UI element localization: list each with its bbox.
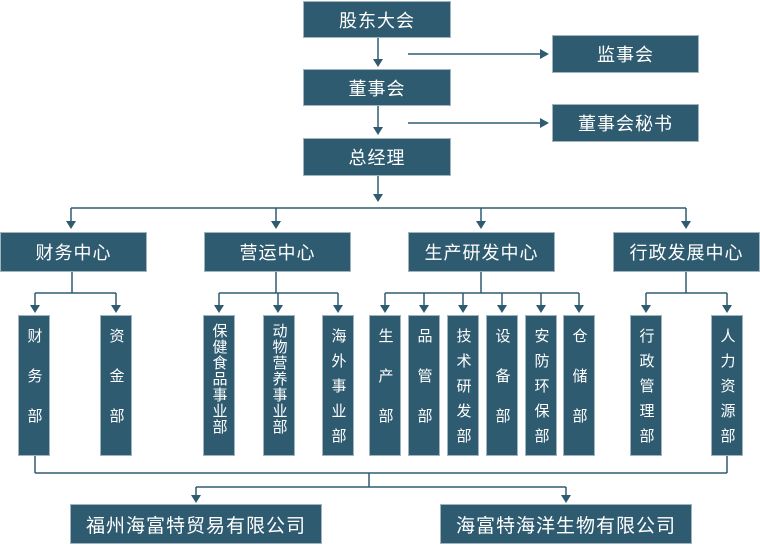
finance-center-label: 财务中心	[35, 243, 112, 264]
equipment-dept-label: 设备部	[493, 328, 512, 448]
board-of-directors-box: 董事会	[303, 69, 451, 106]
animal-nutrition-division-label: 动物营养事业部	[270, 323, 289, 435]
storage-dept-box: 仓储部	[563, 315, 595, 456]
fuzhou-trading-company-box: 福州海富特贸易有限公司	[70, 504, 322, 544]
funds-dept-label: 资金部	[107, 328, 126, 448]
general-manager-label: 总经理	[348, 148, 406, 169]
safety-environment-dept-label: 安防环保部	[532, 328, 551, 453]
admin-development-center-box: 行政发展中心	[613, 232, 760, 272]
overseas-division-box: 海外事业部	[322, 315, 354, 456]
health-food-division-label: 保健食品事业部	[210, 323, 229, 435]
connector-lines	[34, 38, 728, 496]
hr-dept-label: 人力资源部	[718, 328, 737, 453]
marketing-center-box: 营运中心	[204, 232, 351, 272]
board-of-directors-label: 董事会	[348, 78, 406, 100]
tech-rnd-dept-box: 技术研发部	[447, 315, 479, 456]
production-dept-box: 生产部	[369, 315, 401, 456]
production-rnd-center-box: 生产研发中心	[408, 232, 555, 272]
health-food-division-box: 保健食品事业部	[203, 315, 235, 456]
tech-rnd-dept-label: 技术研发部	[454, 328, 473, 453]
quality-control-dept-box: 品管部	[408, 315, 440, 456]
arrowheads	[30, 49, 732, 503]
overseas-division-label: 海外事业部	[329, 328, 348, 453]
funds-dept-box: 资金部	[100, 315, 132, 456]
haifute-marine-biology-company-box: 海富特海洋生物有限公司	[440, 504, 692, 544]
production-rnd-center-label: 生产研发中心	[424, 243, 539, 264]
marketing-center-label: 营运中心	[239, 243, 316, 264]
general-manager-box: 总经理	[303, 138, 451, 176]
finance-center-box: 财务中心	[0, 232, 147, 272]
shareholders-meeting-label: 股东大会	[339, 10, 415, 32]
admin-development-center-label: 行政发展中心	[629, 243, 744, 264]
production-dept-label: 生产部	[376, 328, 395, 448]
haifute-marine-biology-company-label: 海富特海洋生物有限公司	[455, 514, 676, 537]
board-secretary-box: 董事会秘书	[552, 104, 699, 142]
admin-management-dept-box: 行政管理部	[630, 315, 662, 456]
finance-dept-label: 财务部	[25, 328, 44, 448]
equipment-dept-box: 设备部	[486, 315, 518, 456]
storage-dept-label: 仓储部	[570, 328, 589, 448]
fuzhou-trading-company-label: 福州海富特贸易有限公司	[85, 514, 306, 537]
safety-environment-dept-box: 安防环保部	[525, 315, 557, 456]
quality-control-dept-label: 品管部	[415, 328, 434, 448]
hr-dept-box: 人力资源部	[711, 315, 743, 456]
finance-dept-box: 财务部	[18, 315, 50, 456]
animal-nutrition-division-box: 动物营养事业部	[263, 315, 295, 456]
supervisory-board-box: 监事会	[552, 35, 699, 73]
admin-management-dept-label: 行政管理部	[637, 328, 656, 453]
supervisory-board-label: 监事会	[597, 45, 654, 66]
board-secretary-label: 董事会秘书	[578, 114, 673, 135]
shareholders-meeting-box: 股东大会	[303, 1, 451, 38]
